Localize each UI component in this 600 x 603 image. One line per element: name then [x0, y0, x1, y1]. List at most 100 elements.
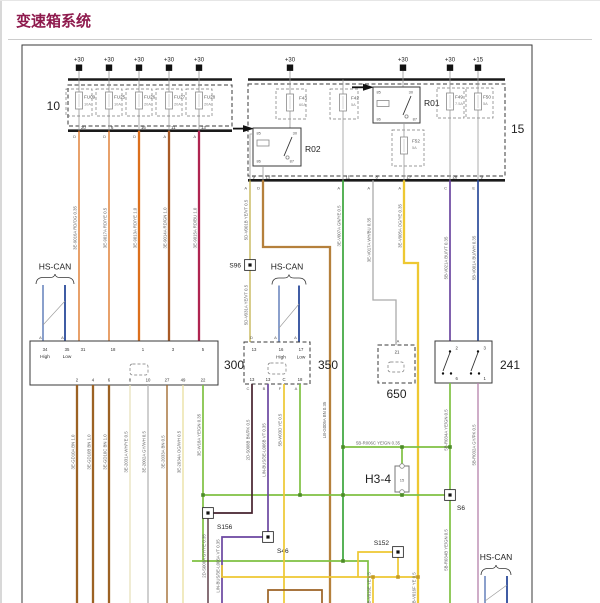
fuse-cell: [275, 88, 307, 120]
diagram-border: [21, 44, 533, 603]
wire-label: 3E-V017A WH/BU 0.35: [367, 217, 372, 262]
relay-switch-icon: [283, 136, 293, 157]
relay-lead: [249, 133, 253, 181]
pin-number: 13: [266, 175, 271, 180]
pin-letter: D: [73, 134, 76, 139]
title-divider: [8, 39, 592, 40]
splice-marker: [206, 511, 210, 515]
switch-contact-icon: [441, 372, 445, 375]
pin-number: 20: [81, 125, 86, 130]
pin-number: 5: [202, 347, 205, 352]
relay-pin: 30: [409, 90, 414, 95]
relay-coil-icon: [376, 100, 390, 107]
pin-number: 1: [142, 347, 145, 352]
fuse-name: FU27: [174, 95, 186, 100]
wire-label: 3E-V005A OG/YE 0.35: [398, 204, 403, 248]
fuse-name: FU25: [114, 95, 126, 100]
fuse-amp: 10A: [84, 102, 91, 107]
hs-can-label: HS-CAN: [271, 262, 304, 272]
page-title: 变速箱系统: [16, 13, 92, 30]
can-brace-icon: [480, 564, 512, 576]
pin-letter: D: [250, 335, 253, 340]
pin-letter: A: [337, 186, 340, 191]
pin-number: 8: [376, 175, 379, 180]
wire-label: 5B-R032A GY/PK 0.5: [472, 424, 477, 466]
fuse-name: F49: [455, 95, 463, 100]
page-edge-left: [0, 0, 2, 603]
wire-label: 3E-2031A WH/YE 0.5: [124, 431, 129, 473]
pin-letter: C: [444, 186, 447, 191]
pin-letter: B: [263, 386, 266, 391]
pin-number: 18: [298, 377, 303, 382]
pin-number: 10: [146, 378, 151, 383]
junction-dot: [400, 445, 404, 449]
relay-r01: [372, 86, 421, 124]
pin-number: 8: [129, 378, 132, 383]
relay-contact-icon: [404, 114, 409, 119]
can-high-pin-label: High: [276, 355, 286, 361]
pin-number: 3: [484, 346, 487, 351]
fuse-amp: 5A: [351, 102, 356, 107]
pin-letter: A: [397, 339, 400, 344]
pin-letter: A: [244, 186, 247, 191]
pin-number: 11: [346, 175, 351, 180]
junction-dot: [448, 445, 452, 449]
pin-number: 27: [165, 378, 170, 383]
fuse-cell: [125, 88, 153, 117]
wire-label: LB-G005A BN 0.35: [322, 401, 327, 438]
box-241: [434, 340, 493, 384]
wire-label: LIN-BUS/3E-L006A VT 0.35: [216, 539, 221, 593]
component-h3-4-label: H3-4: [365, 472, 391, 486]
switch-contact-icon: [449, 372, 453, 375]
fusebox-10-label: 10: [47, 99, 61, 113]
wire-label: 3E-GD10B BN 1.0: [87, 434, 92, 470]
box-650-label: 650: [386, 387, 406, 401]
wire-label: 5B-R006C YE/GN 0.35: [356, 441, 401, 446]
fuse-amp: 5A: [483, 101, 488, 106]
pin-number: 13: [266, 377, 271, 382]
pin-letter: F: [279, 386, 282, 391]
relay-contact-icon: [285, 155, 290, 160]
power-label: +30: [134, 58, 145, 64]
pin-number: C: [282, 377, 285, 382]
junction-dot: [396, 575, 400, 579]
pin-letter: A: [193, 134, 196, 139]
wire-label: 2D-S008B BK/PK 0.5: [246, 419, 251, 460]
switch-icon: [470, 352, 479, 372]
pin-number: 28: [453, 175, 458, 180]
pin-number: 34: [43, 347, 48, 352]
relay-coil-icon: [256, 139, 270, 147]
pin-number: 49: [181, 378, 186, 383]
wire-label: 5B-V001A BU/WH 0.35: [472, 235, 477, 280]
relaybox-15-label: 15: [511, 122, 525, 136]
can-twist-line: [42, 300, 66, 326]
pin-letter: D: [133, 134, 136, 139]
fuse-name: FU09: [84, 95, 96, 100]
relay-pin: 30: [293, 131, 298, 136]
pin-number: 31: [81, 347, 86, 352]
wire: [192, 560, 369, 603]
switch-contact-icon: [448, 350, 452, 353]
switch-contact-icon: [476, 350, 480, 353]
wire: [261, 180, 332, 603]
power-label: +30: [445, 58, 456, 64]
relay-r02: [252, 127, 302, 167]
power-terminal-icon: [165, 64, 173, 71]
wire-label: 5B-W03D YE 0.5: [278, 413, 283, 446]
fuse-cell: [465, 87, 494, 119]
splice-s152-label: S152: [374, 540, 390, 547]
pin-number: 16: [279, 347, 284, 352]
can-low-pin-label: Low: [297, 355, 306, 361]
pin-letter: A: [398, 186, 401, 191]
fuse-name: F43: [299, 96, 307, 101]
fuse-amp: 5A: [412, 145, 417, 150]
box-241-label: 241: [500, 358, 520, 372]
junction-dot: [400, 493, 404, 497]
pin-number: 13: [250, 377, 255, 382]
pin-letter: A: [39, 335, 42, 340]
power-label: +30: [74, 58, 85, 64]
power-terminal-icon: [286, 64, 294, 71]
box-650: [377, 344, 416, 384]
splice-s96-label: S96: [229, 263, 241, 270]
